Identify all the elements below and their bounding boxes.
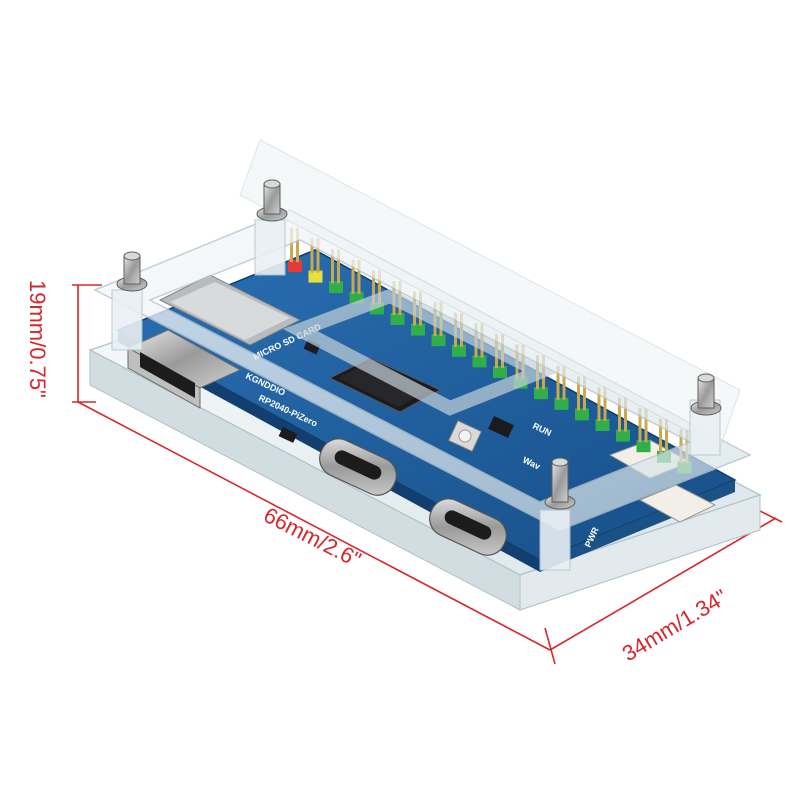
gpio-pin [659,418,662,453]
smd-component [488,416,514,438]
gpio-pin [357,259,361,294]
gpio-pin-base [575,408,589,421]
gpio-pin-base [554,397,569,410]
gpio-pin-base [329,281,343,294]
gpio-pin [296,228,299,262]
gpio-pin [331,249,334,284]
gpio-pin [603,387,607,421]
gpio-pin [372,270,375,305]
smd-component [303,339,321,355]
height-dimension-label: 19mm/0.75" [25,280,50,398]
gpio-pin [665,418,668,453]
gpio-pin [337,249,340,284]
pcb-board: MICRO SD CARD KGNDDIO RP2040-PiZero RUN … [116,249,737,572]
gpio-pin [378,270,381,305]
gpio-pin-base [308,270,323,283]
gpio-pin-base [636,440,651,453]
gpio-pin [618,397,621,432]
push-button [447,419,483,453]
mini-hdmi-port [126,329,242,409]
gpio-pin [597,387,601,421]
gpio-pin-base [493,366,507,378]
gpio-pin [556,365,560,400]
gpio-pin-base [411,323,425,336]
gpio-pin [310,238,314,273]
screw [690,373,722,416]
usb-c-port [429,498,507,556]
gpio-pin [583,376,586,411]
gpio-pin-base [472,355,487,368]
gpio-pin [638,408,642,443]
gpio-pin [290,228,293,262]
gpio-pin [316,238,320,273]
gpio-pin [562,365,566,400]
width-dimension-label: 34mm/1.34" [618,584,732,666]
gpio-pin [351,259,355,294]
gpio-pin-base [288,260,302,272]
screw [116,251,148,292]
gpio-pin [624,397,627,432]
gpio-pin-base [616,429,630,442]
gpio-pin-base [534,387,548,400]
gpio-pin-base [452,344,466,357]
screw [256,179,288,222]
top-acrylic-frame [93,139,752,571]
screw [544,457,576,510]
gpio-pin-base [431,334,446,347]
gpio-pin-base [595,419,610,431]
gpio-pin [577,376,580,411]
gpio-pin-base [390,313,405,325]
gpio-pin [644,408,648,443]
smd-component [278,427,298,443]
usb-c-port [319,438,397,496]
